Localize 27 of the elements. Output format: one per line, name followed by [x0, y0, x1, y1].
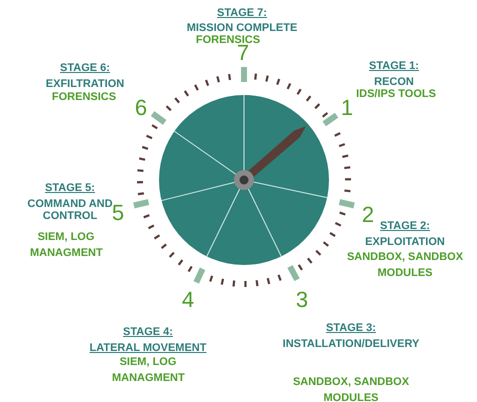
tool-text: SANDBOX, SANDBOX MODULES — [346, 250, 464, 281]
stage-heading: STAGE 2: — [380, 220, 430, 232]
dial-number: 4 — [182, 288, 194, 312]
tool-text: SIEM, LOG MANAGMENT — [112, 355, 184, 386]
stage-name: MISSION COMPLETE — [186, 22, 298, 34]
dial-number: 1 — [340, 96, 354, 120]
dial-number: 2 — [362, 203, 374, 227]
stage-name: COMMAND AND CONTROL — [27, 198, 113, 222]
tool-text: FORENSICS — [52, 91, 116, 103]
stage-heading: STAGE 4: — [123, 326, 173, 338]
tool-text: IDS/IPS TOOLS — [356, 88, 436, 100]
tool-text: FORENSICS — [196, 34, 260, 46]
stage-heading: STAGE 6: — [60, 62, 110, 74]
stage-name: LATERAL MOVEMENT — [90, 342, 206, 354]
stage-name: EXPLOITATION — [365, 236, 445, 248]
stage-heading: STAGE 1: — [369, 60, 419, 72]
stage-name: EXFILTRATION — [46, 78, 124, 90]
stage-heading: STAGE 3: — [326, 322, 376, 334]
tool-text: SANDBOX, SANDBOX MODULES — [292, 375, 410, 402]
stage-name: RECON — [374, 76, 414, 88]
stage-heading: STAGE 7: — [217, 7, 267, 19]
tool-text: SIEM, LOG MANAGMENT — [30, 230, 102, 261]
stage-heading: STAGE 5: — [45, 182, 95, 194]
stage-name: INSTALLATION/DELIVERY — [282, 338, 420, 350]
dial-number: 3 — [296, 288, 308, 312]
dial-number: 6 — [134, 96, 148, 120]
dial-number: 5 — [112, 201, 124, 225]
